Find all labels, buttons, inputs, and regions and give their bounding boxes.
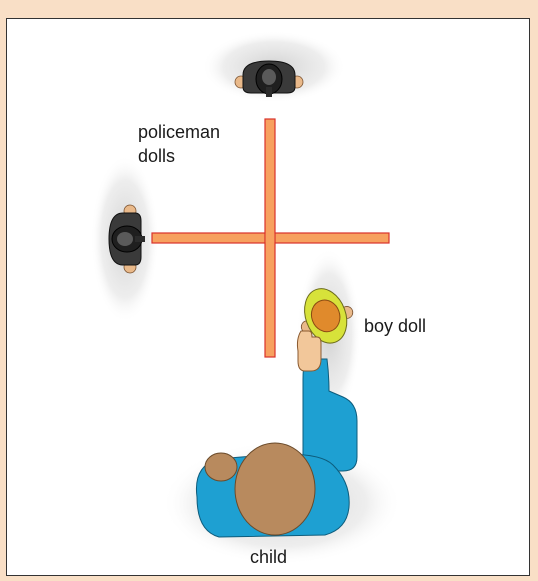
- scene-drawing: [7, 19, 530, 576]
- policeman-dolls-label: policeman dolls: [138, 120, 220, 168]
- child-label: child: [250, 545, 287, 569]
- policeman-label-line2: dolls: [138, 144, 220, 168]
- diagram-panel: policeman dolls boy doll child: [6, 18, 530, 576]
- policeman-label-line1: policeman: [138, 120, 220, 144]
- boy-doll-label: boy doll: [364, 314, 426, 338]
